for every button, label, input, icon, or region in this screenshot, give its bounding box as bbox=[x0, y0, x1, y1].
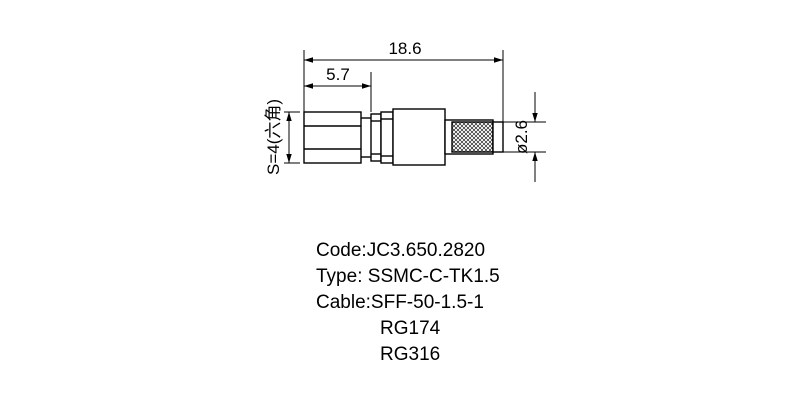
diameter-label: ø2.6 bbox=[512, 120, 531, 154]
cable bbox=[492, 121, 504, 153]
extension-lines bbox=[284, 50, 546, 164]
type-value: SSMC-C-TK1.5 bbox=[367, 266, 500, 287]
cable-value-1: SFF-50-1.5-1 bbox=[370, 292, 484, 313]
cable-label: Cable: bbox=[316, 292, 371, 313]
info-cable-2: RG174 bbox=[380, 316, 440, 342]
overall-length-label: 18.6 bbox=[388, 39, 421, 58]
main-body bbox=[392, 108, 446, 166]
hex-nut bbox=[303, 111, 362, 164]
cable-value-2: RG174 bbox=[380, 318, 441, 339]
info-code: Code:JC3.650.2820 bbox=[316, 238, 485, 264]
cable-value-3: RG316 bbox=[380, 344, 441, 365]
code-label: Code: bbox=[316, 240, 367, 261]
connector-drawing: 18.6 5.7 ø2.6 S=4(六角) bbox=[264, 39, 546, 182]
type-label: Type: bbox=[316, 266, 363, 287]
code-value: JC3.650.2820 bbox=[366, 240, 486, 261]
knurl-area bbox=[451, 121, 494, 153]
dimension-lines bbox=[286, 57, 538, 182]
info-cable: Cable:SFF-50-1.5-1 bbox=[316, 290, 484, 316]
nut-length-label: 5.7 bbox=[326, 65, 350, 84]
info-cable-3: RG316 bbox=[380, 342, 440, 368]
hex-size-label: S=4(六角) bbox=[264, 99, 283, 175]
connector-body bbox=[303, 108, 504, 166]
info-type: Type: SSMC-C-TK1.5 bbox=[316, 264, 500, 290]
